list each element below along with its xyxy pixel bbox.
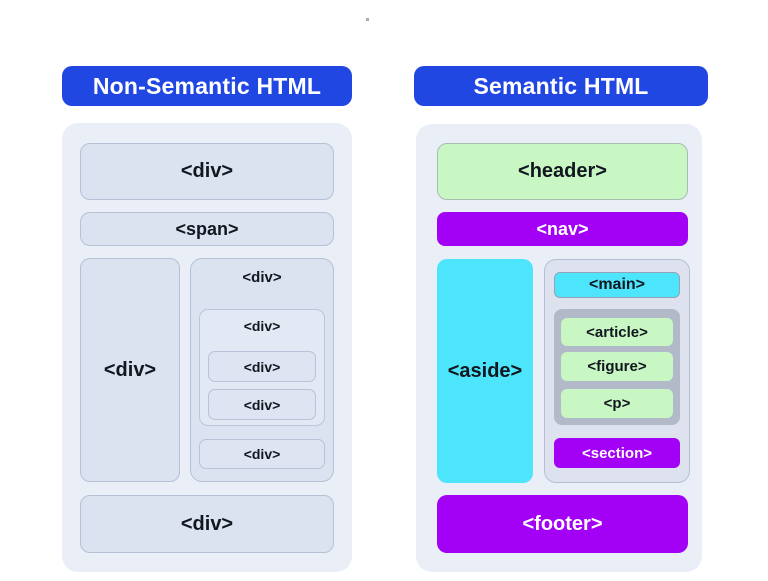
non-semantic-top-div-box: <div> bbox=[80, 143, 334, 200]
non-semantic-group-box: <div> <div> <div> bbox=[199, 309, 325, 426]
semantic-p-box: <p> bbox=[561, 389, 673, 418]
non-semantic-group-div-label: <div> bbox=[243, 318, 281, 334]
non-semantic-nested-column: <div> <div> <div> <div> <div> bbox=[190, 258, 334, 482]
non-semantic-nested-div-box-2: <div> bbox=[208, 389, 316, 420]
semantic-section-box: <section> bbox=[554, 438, 680, 468]
semantic-panel: <header> <nav> <aside> <main> <article> … bbox=[416, 124, 702, 572]
semantic-gray-group-box: <article> <figure> <p> bbox=[554, 309, 680, 425]
semantic-main-box: <main> bbox=[554, 272, 680, 298]
non-semantic-side-div-box: <div> bbox=[80, 258, 180, 482]
semantic-footer-box: <footer> bbox=[437, 495, 688, 553]
non-semantic-column-div-label: <div> bbox=[242, 269, 282, 286]
non-semantic-panel: <div> <span> <div> <div> <div> <div> <di… bbox=[62, 123, 352, 572]
semantic-header-box: <header> bbox=[437, 143, 688, 200]
non-semantic-title-badge: Non-Semantic HTML bbox=[62, 66, 352, 106]
semantic-aside-box: <aside> bbox=[437, 259, 533, 483]
non-semantic-span-box: <span> bbox=[80, 212, 334, 246]
semantic-article-box: <article> bbox=[561, 318, 673, 346]
semantic-nav-box: <nav> bbox=[437, 212, 688, 246]
semantic-figure-box: <figure> bbox=[561, 352, 673, 381]
semantic-content-column: <main> <article> <figure> <p> <section> bbox=[544, 259, 690, 483]
stray-dot bbox=[366, 18, 369, 21]
non-semantic-nested-div-box-1: <div> bbox=[208, 351, 316, 382]
non-semantic-column-bottom-div-box: <div> bbox=[199, 439, 325, 469]
non-semantic-bottom-div-box: <div> bbox=[80, 495, 334, 553]
semantic-title-badge: Semantic HTML bbox=[414, 66, 708, 106]
